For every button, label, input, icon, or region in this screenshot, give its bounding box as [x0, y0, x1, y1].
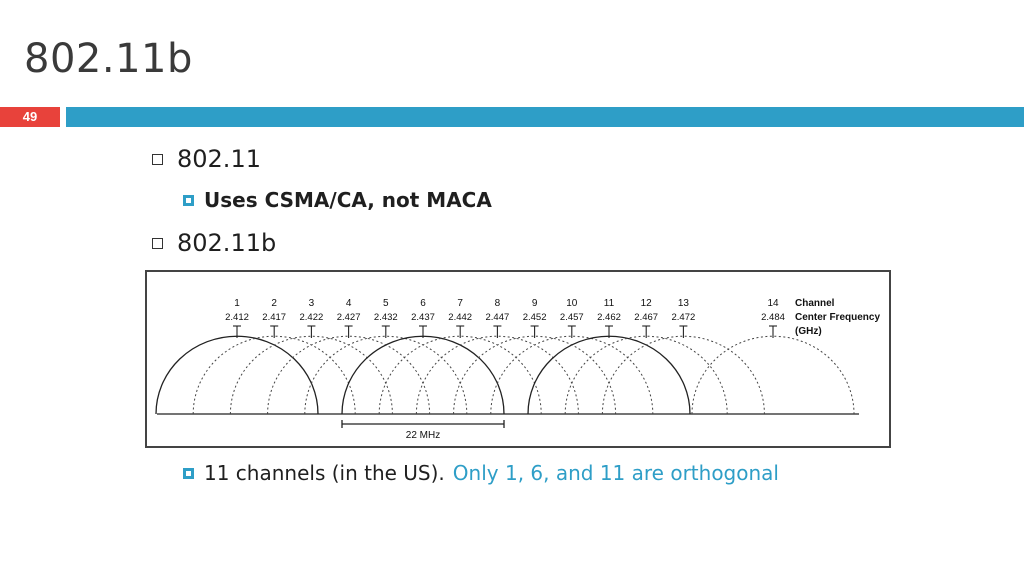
- sub-bullet-csma: Uses CSMA/CA, not MACA: [183, 188, 492, 212]
- overlapping-channel-arc: [453, 335, 617, 415]
- channel-frequency-label: 2.467: [634, 312, 658, 323]
- channel-number-label: 1: [234, 298, 240, 309]
- channel-number-label: 8: [495, 298, 501, 309]
- channel-number-label: 2: [271, 298, 277, 309]
- channel-frequency-label: 2.472: [672, 312, 696, 323]
- overlapping-channel-arc: [229, 335, 393, 415]
- bullet-label: 802.11: [177, 145, 261, 173]
- channel-frequency-label: 2.412: [225, 312, 249, 323]
- overlapping-channel-arc: [601, 335, 765, 415]
- legend-unit-label: (GHz): [795, 326, 822, 337]
- sub-bullet-text: 11 channels (in the US).: [204, 461, 445, 485]
- overlapping-channel-arc: [267, 335, 431, 415]
- bullet-label: 802.11b: [177, 229, 277, 257]
- orthogonal-channel-arc: [155, 335, 319, 415]
- legend-frequency-label: Center Frequency: [795, 312, 880, 323]
- overlapping-channel-arc: [691, 335, 855, 415]
- overlapping-channel-arc: [304, 335, 468, 415]
- overlapping-channel-arc: [192, 335, 356, 415]
- hollow-square-bullet-icon: [152, 237, 163, 249]
- channel-frequency-label: 2.447: [486, 312, 510, 323]
- filled-square-bullet-icon: [183, 467, 194, 479]
- channel-number-label: 5: [383, 298, 389, 309]
- channel-number-label: 12: [641, 298, 653, 309]
- channel-frequency-label: 2.422: [300, 312, 324, 323]
- bullet-802-11b: 802.11b: [152, 229, 276, 257]
- channel-number-label: 13: [678, 298, 690, 309]
- channel-frequency-label: 2.417: [262, 312, 286, 323]
- channel-frequency-label: 2.427: [337, 312, 361, 323]
- channel-frequency-label: 2.432: [374, 312, 398, 323]
- channel-number-label: 10: [566, 298, 578, 309]
- overlapping-channel-arc: [490, 335, 654, 415]
- channel-frequency-label: 2.484: [761, 312, 785, 323]
- overlapping-channel-arc: [378, 335, 542, 415]
- channel-diagram-figure: 1 2.412 2 2.417 3 2.422 4 2.427 5 2.432 6 2.437 7 2.4…: [145, 270, 891, 448]
- overlapping-channel-arc: [564, 335, 728, 415]
- channel-frequency-label: 2.442: [448, 312, 472, 323]
- channel-frequency-label: 2.457: [560, 312, 584, 323]
- channel-number-label: 11: [604, 298, 615, 309]
- sub-bullet-channels: 11 channels (in the US). Only 1, 6, and …: [183, 461, 779, 485]
- channel-number-label: 3: [309, 298, 315, 309]
- channel-frequency-label: 2.462: [597, 312, 621, 323]
- channel-number-label: 4: [346, 298, 352, 309]
- channel-frequency-label: 2.452: [523, 312, 547, 323]
- legend-channel-label: Channel: [795, 298, 835, 309]
- filled-square-bullet-icon: [183, 194, 194, 206]
- overlapping-channel-arc: [415, 335, 579, 415]
- page-number-badge: 49: [0, 107, 60, 127]
- bullet-802-11: 802.11: [152, 145, 261, 173]
- channel-number-label: 6: [420, 298, 426, 309]
- slide-title: 802.11b: [24, 36, 193, 82]
- channel-frequency-label: 2.437: [411, 312, 435, 323]
- sub-bullet-text: Uses CSMA/CA, not MACA: [204, 188, 492, 212]
- sub-bullet-highlight: Only 1, 6, and 11 are orthogonal: [452, 461, 779, 485]
- channel-number-label: 14: [767, 298, 779, 309]
- channel-number-label: 7: [457, 298, 463, 309]
- orthogonal-channel-arc: [527, 335, 691, 415]
- channel-overlap-diagram: 1 2.412 2 2.417 3 2.422 4 2.427 5 2.432 6 2.437 7 2.4…: [155, 298, 880, 441]
- bandwidth-label: 22 MHz: [406, 430, 440, 441]
- hollow-square-bullet-icon: [152, 153, 163, 165]
- orthogonal-channel-arc: [341, 335, 505, 415]
- title-divider-bar: [66, 107, 1024, 127]
- channel-number-label: 9: [532, 298, 538, 309]
